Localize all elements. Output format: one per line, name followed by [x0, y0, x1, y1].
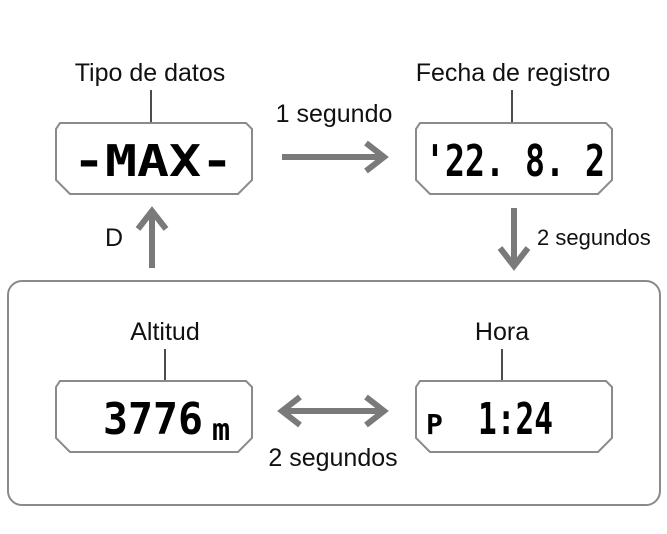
transition-one-second: 1 segundo — [276, 100, 393, 128]
time-ampm: P — [426, 408, 443, 441]
display-data-type: -MAX- — [55, 122, 253, 195]
altitude-unit: m — [212, 413, 230, 448]
arrow-down-icon — [497, 208, 531, 271]
label-record-date: Fecha de registro — [416, 59, 611, 87]
arrow-right-icon — [282, 140, 389, 174]
loop-frame — [7, 280, 661, 506]
arrow-double-icon — [277, 394, 389, 428]
altitude-value: 3776 — [103, 394, 203, 445]
label-data-type: Tipo de datos — [75, 59, 226, 87]
button-d-label: D — [105, 224, 123, 252]
label-altitude: Altitud — [130, 318, 199, 346]
arrow-up-icon — [135, 206, 169, 268]
record-date-value: '22. 8. 2 — [425, 136, 605, 187]
display-altitude: 3776 m — [55, 380, 253, 453]
time-value: 1:24 — [478, 394, 553, 445]
display-record-date: '22. 8. 2 — [415, 122, 613, 195]
label-time: Hora — [475, 318, 529, 346]
transition-two-seconds-loop: 2 segundos — [268, 444, 397, 472]
data-type-value: -MAX- — [73, 136, 233, 187]
display-time: P 1:24 — [415, 380, 613, 453]
transition-two-seconds-down: 2 segundos — [537, 225, 651, 250]
